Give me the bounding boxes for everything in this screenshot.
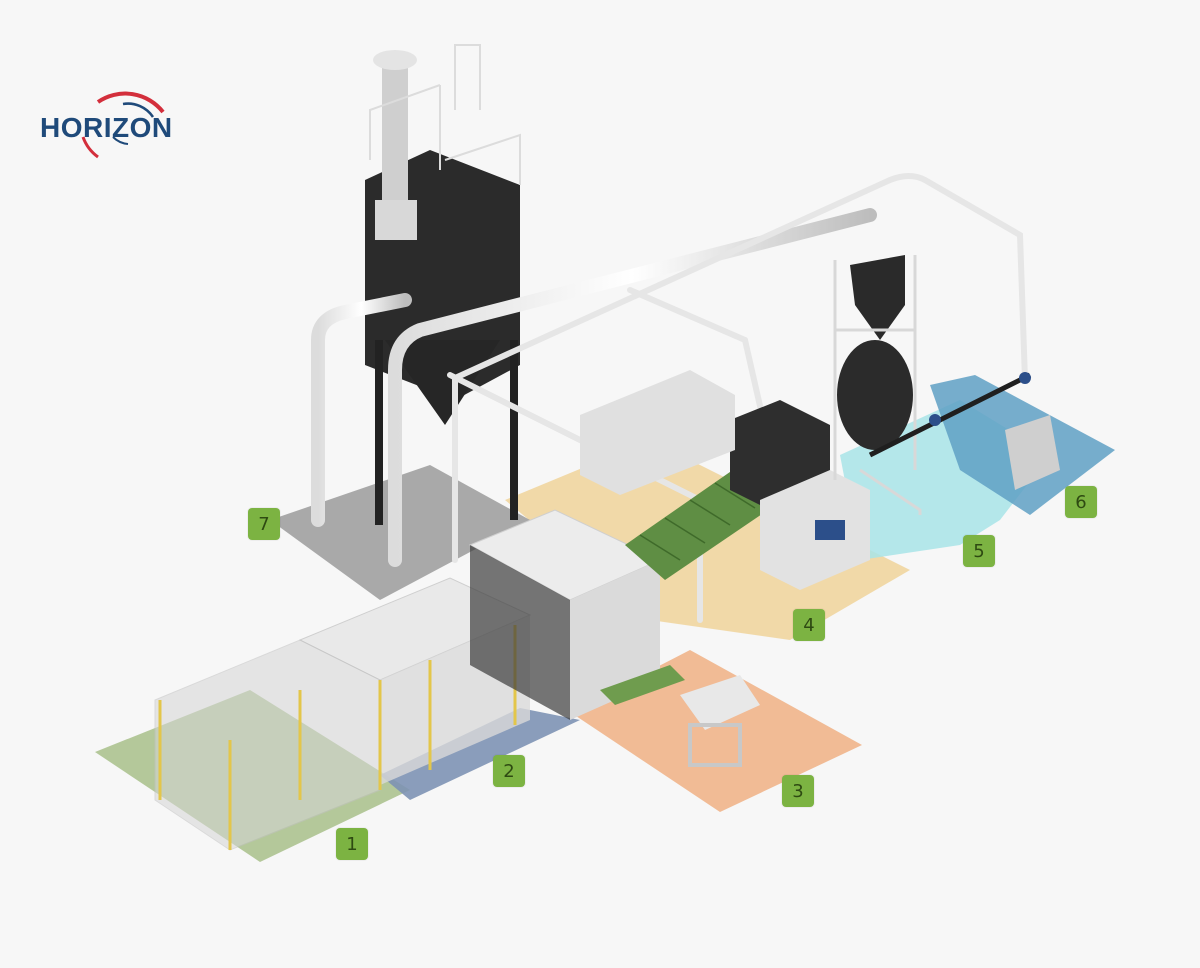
zone-marker-6[interactable]: 6	[1065, 486, 1097, 518]
roof-railing	[369, 44, 521, 185]
logo-arc-icon	[81, 91, 165, 159]
hopper-zone-3	[680, 675, 760, 730]
zone-marker-4[interactable]: 4	[793, 609, 825, 641]
silo-hopper	[385, 340, 500, 425]
zone-marker-3[interactable]: 3	[782, 775, 814, 807]
zone-marker-2[interactable]: 2	[493, 755, 525, 787]
zone-marker-7[interactable]: 7	[248, 508, 280, 540]
bagging-unit	[1005, 415, 1060, 490]
horizon-logo: HORIZON	[38, 82, 208, 172]
zone-marker-5[interactable]: 5	[963, 535, 995, 567]
storage-box	[580, 370, 735, 495]
zone-2-floor	[380, 708, 580, 800]
screw-conveyor	[868, 372, 1032, 458]
zone-marker-1[interactable]: 1	[336, 828, 368, 860]
cyclone	[850, 255, 905, 340]
brand-name: HORIZON	[40, 112, 173, 143]
silo-zone-5	[837, 340, 913, 450]
ducting	[311, 208, 877, 567]
